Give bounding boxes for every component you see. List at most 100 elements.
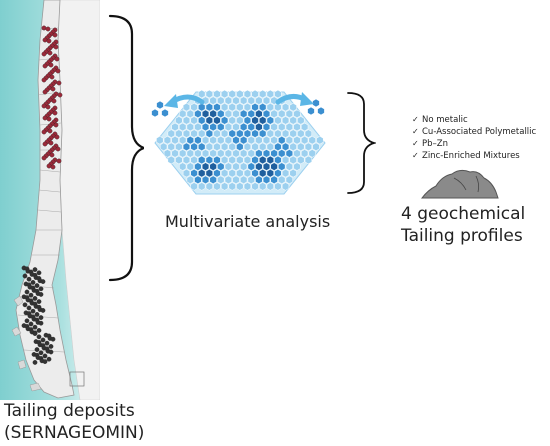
hex-cell: [232, 149, 240, 158]
hex-cell: [255, 136, 263, 145]
deposit-dot: [51, 98, 57, 104]
hex-cell: [179, 122, 187, 132]
hex-cell: [289, 129, 297, 138]
hex-cell: [274, 155, 282, 165]
hex-cell: [274, 116, 282, 125]
hex-cell: [228, 116, 236, 125]
hex-cell: [251, 116, 259, 125]
deposit-dot: [34, 312, 40, 317]
hex-cell: [179, 149, 187, 158]
deposit-dot: [32, 267, 38, 272]
hex-cell: [228, 89, 236, 99]
deposit-dot: [28, 321, 34, 327]
hex-cell: [186, 175, 194, 184]
deposit-dot: [41, 129, 47, 135]
deposit-dot: [42, 115, 48, 121]
hex-cell: [289, 169, 297, 178]
hex-cell: [281, 116, 290, 125]
deposit-dot: [42, 141, 48, 147]
hex-cell: [186, 136, 194, 145]
hex-cell: [171, 149, 179, 158]
hex-cell: [281, 103, 290, 112]
hex-cell: [228, 182, 236, 191]
hex-cell: [278, 162, 286, 171]
hex-cell: [182, 169, 191, 178]
deposit-dot: [36, 299, 42, 304]
deposits-south: [21, 265, 56, 365]
hex-cell: [228, 142, 236, 151]
hex-cell: [224, 162, 233, 171]
hex-cell: [217, 122, 225, 132]
deposit-dot: [50, 86, 56, 92]
hex-cell: [300, 149, 309, 158]
hex-cell: [179, 136, 187, 145]
hex-cell: [262, 109, 271, 118]
deposit-dot: [48, 140, 54, 146]
hex-cell: [236, 182, 244, 191]
deposit-dot: [52, 32, 58, 38]
hex-cell: [198, 169, 206, 178]
hex-cell: [270, 109, 278, 118]
hex-cell: [213, 142, 221, 151]
hex-cell: [270, 149, 278, 158]
hex-cell: [205, 155, 213, 165]
hex-cell: [220, 155, 229, 165]
check-icon: ✓: [412, 139, 419, 148]
hex-cell: [247, 149, 255, 158]
hex-cell: [224, 175, 233, 184]
hex-cell: [224, 136, 233, 145]
deposit-dot: [32, 360, 38, 365]
hex-cell: [266, 142, 274, 151]
deposit-dot: [47, 128, 53, 134]
hex-cell: [205, 182, 213, 191]
hex-cell: [198, 155, 206, 165]
deposit-dot: [38, 292, 44, 297]
hex-cell: [236, 142, 244, 151]
hex-cell: [236, 155, 244, 165]
hex-cell: [194, 162, 202, 171]
hex-cell: [251, 142, 259, 151]
hex-cell: [312, 142, 320, 151]
deposit-dot: [48, 344, 54, 349]
hex-cell: [262, 149, 271, 158]
hex-cell: [278, 149, 286, 158]
deposit-dot: [38, 350, 44, 356]
profile-item-4: ✓ Zinc-Enriched Mixtures: [412, 150, 536, 162]
profile-item-label: No metalic: [422, 115, 468, 125]
hex-cell: [175, 155, 183, 165]
deposit-dot: [54, 134, 60, 140]
hex-cell: [194, 175, 202, 184]
hex-cell: [251, 169, 259, 178]
hex-cell: [251, 129, 259, 138]
hex-cell: [285, 109, 293, 118]
deposit-dot: [52, 110, 58, 116]
hex-graphic-svg: [151, 89, 326, 195]
analysis-label: Multivariate analysis: [165, 212, 331, 231]
deposit-dot: [40, 337, 46, 343]
hex-cell: [167, 129, 175, 138]
hex-cell: [247, 136, 255, 145]
hex-cell: [300, 122, 309, 132]
hex-cell: [175, 129, 183, 138]
hex-cell: [266, 169, 274, 178]
deposit-dot: [34, 283, 40, 288]
deposit-dot: [56, 158, 62, 164]
hex-cell: [251, 155, 259, 165]
hex-cell: [232, 109, 240, 118]
deposit-dot: [36, 334, 42, 340]
hex-cell: [228, 169, 236, 178]
hex-cell: [217, 162, 225, 171]
hex-cell: [186, 122, 194, 132]
hex-cell: [228, 129, 236, 138]
hex-cell: [175, 116, 183, 125]
deposit-dot: [46, 163, 52, 169]
hex-cell: [201, 109, 210, 118]
hex-cell: [220, 89, 229, 99]
hex-cell: [186, 109, 194, 118]
deposit-dot: [42, 359, 48, 364]
hex-cell: [266, 89, 274, 99]
hex-cell: [304, 129, 313, 138]
hex-cell: [220, 129, 229, 138]
deposit-dot: [50, 336, 56, 342]
hex-cell: [201, 149, 210, 158]
